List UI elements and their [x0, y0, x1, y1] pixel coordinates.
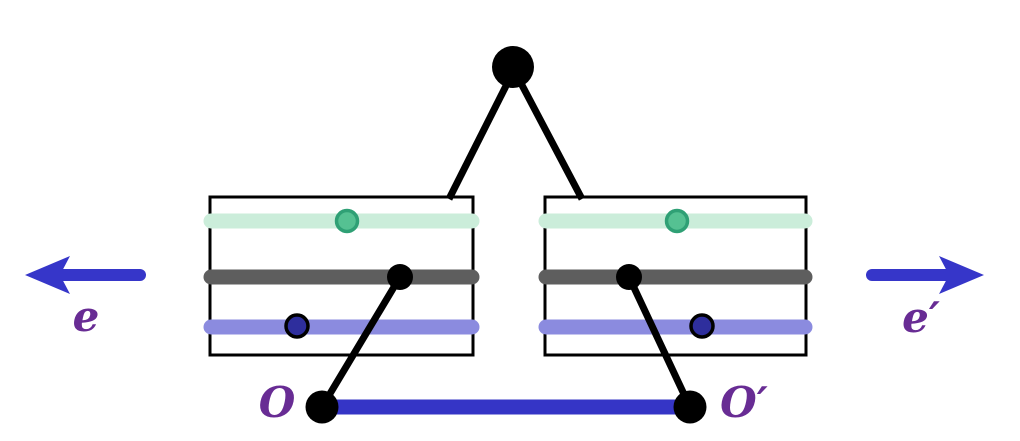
left-black-event-dot [387, 264, 413, 290]
right-box-to-origin-line [625, 275, 694, 409]
left-box-to-origin-line [318, 275, 404, 409]
left-green-event-dot [334, 208, 360, 234]
label-e-prime: e′ [902, 293, 940, 342]
origin-left-node [305, 390, 339, 424]
right-arrowhead-icon [939, 256, 984, 294]
right-arrow [866, 256, 984, 294]
label-o-prime: O′ [720, 378, 768, 427]
apex-node [492, 46, 534, 88]
right-blue-event-dot [689, 313, 715, 339]
right-green-event-dot [664, 208, 690, 234]
apex-to-right-box-line [510, 68, 586, 201]
left-arrowhead-icon [25, 256, 70, 294]
label-e: e [73, 292, 100, 341]
right-black-event-dot [616, 264, 642, 290]
apex-to-left-box-line [445, 68, 518, 201]
left-blue-event-dot [284, 313, 310, 339]
label-o: O [259, 378, 296, 427]
left-arrow [25, 256, 146, 294]
origin-right-node [673, 390, 707, 424]
